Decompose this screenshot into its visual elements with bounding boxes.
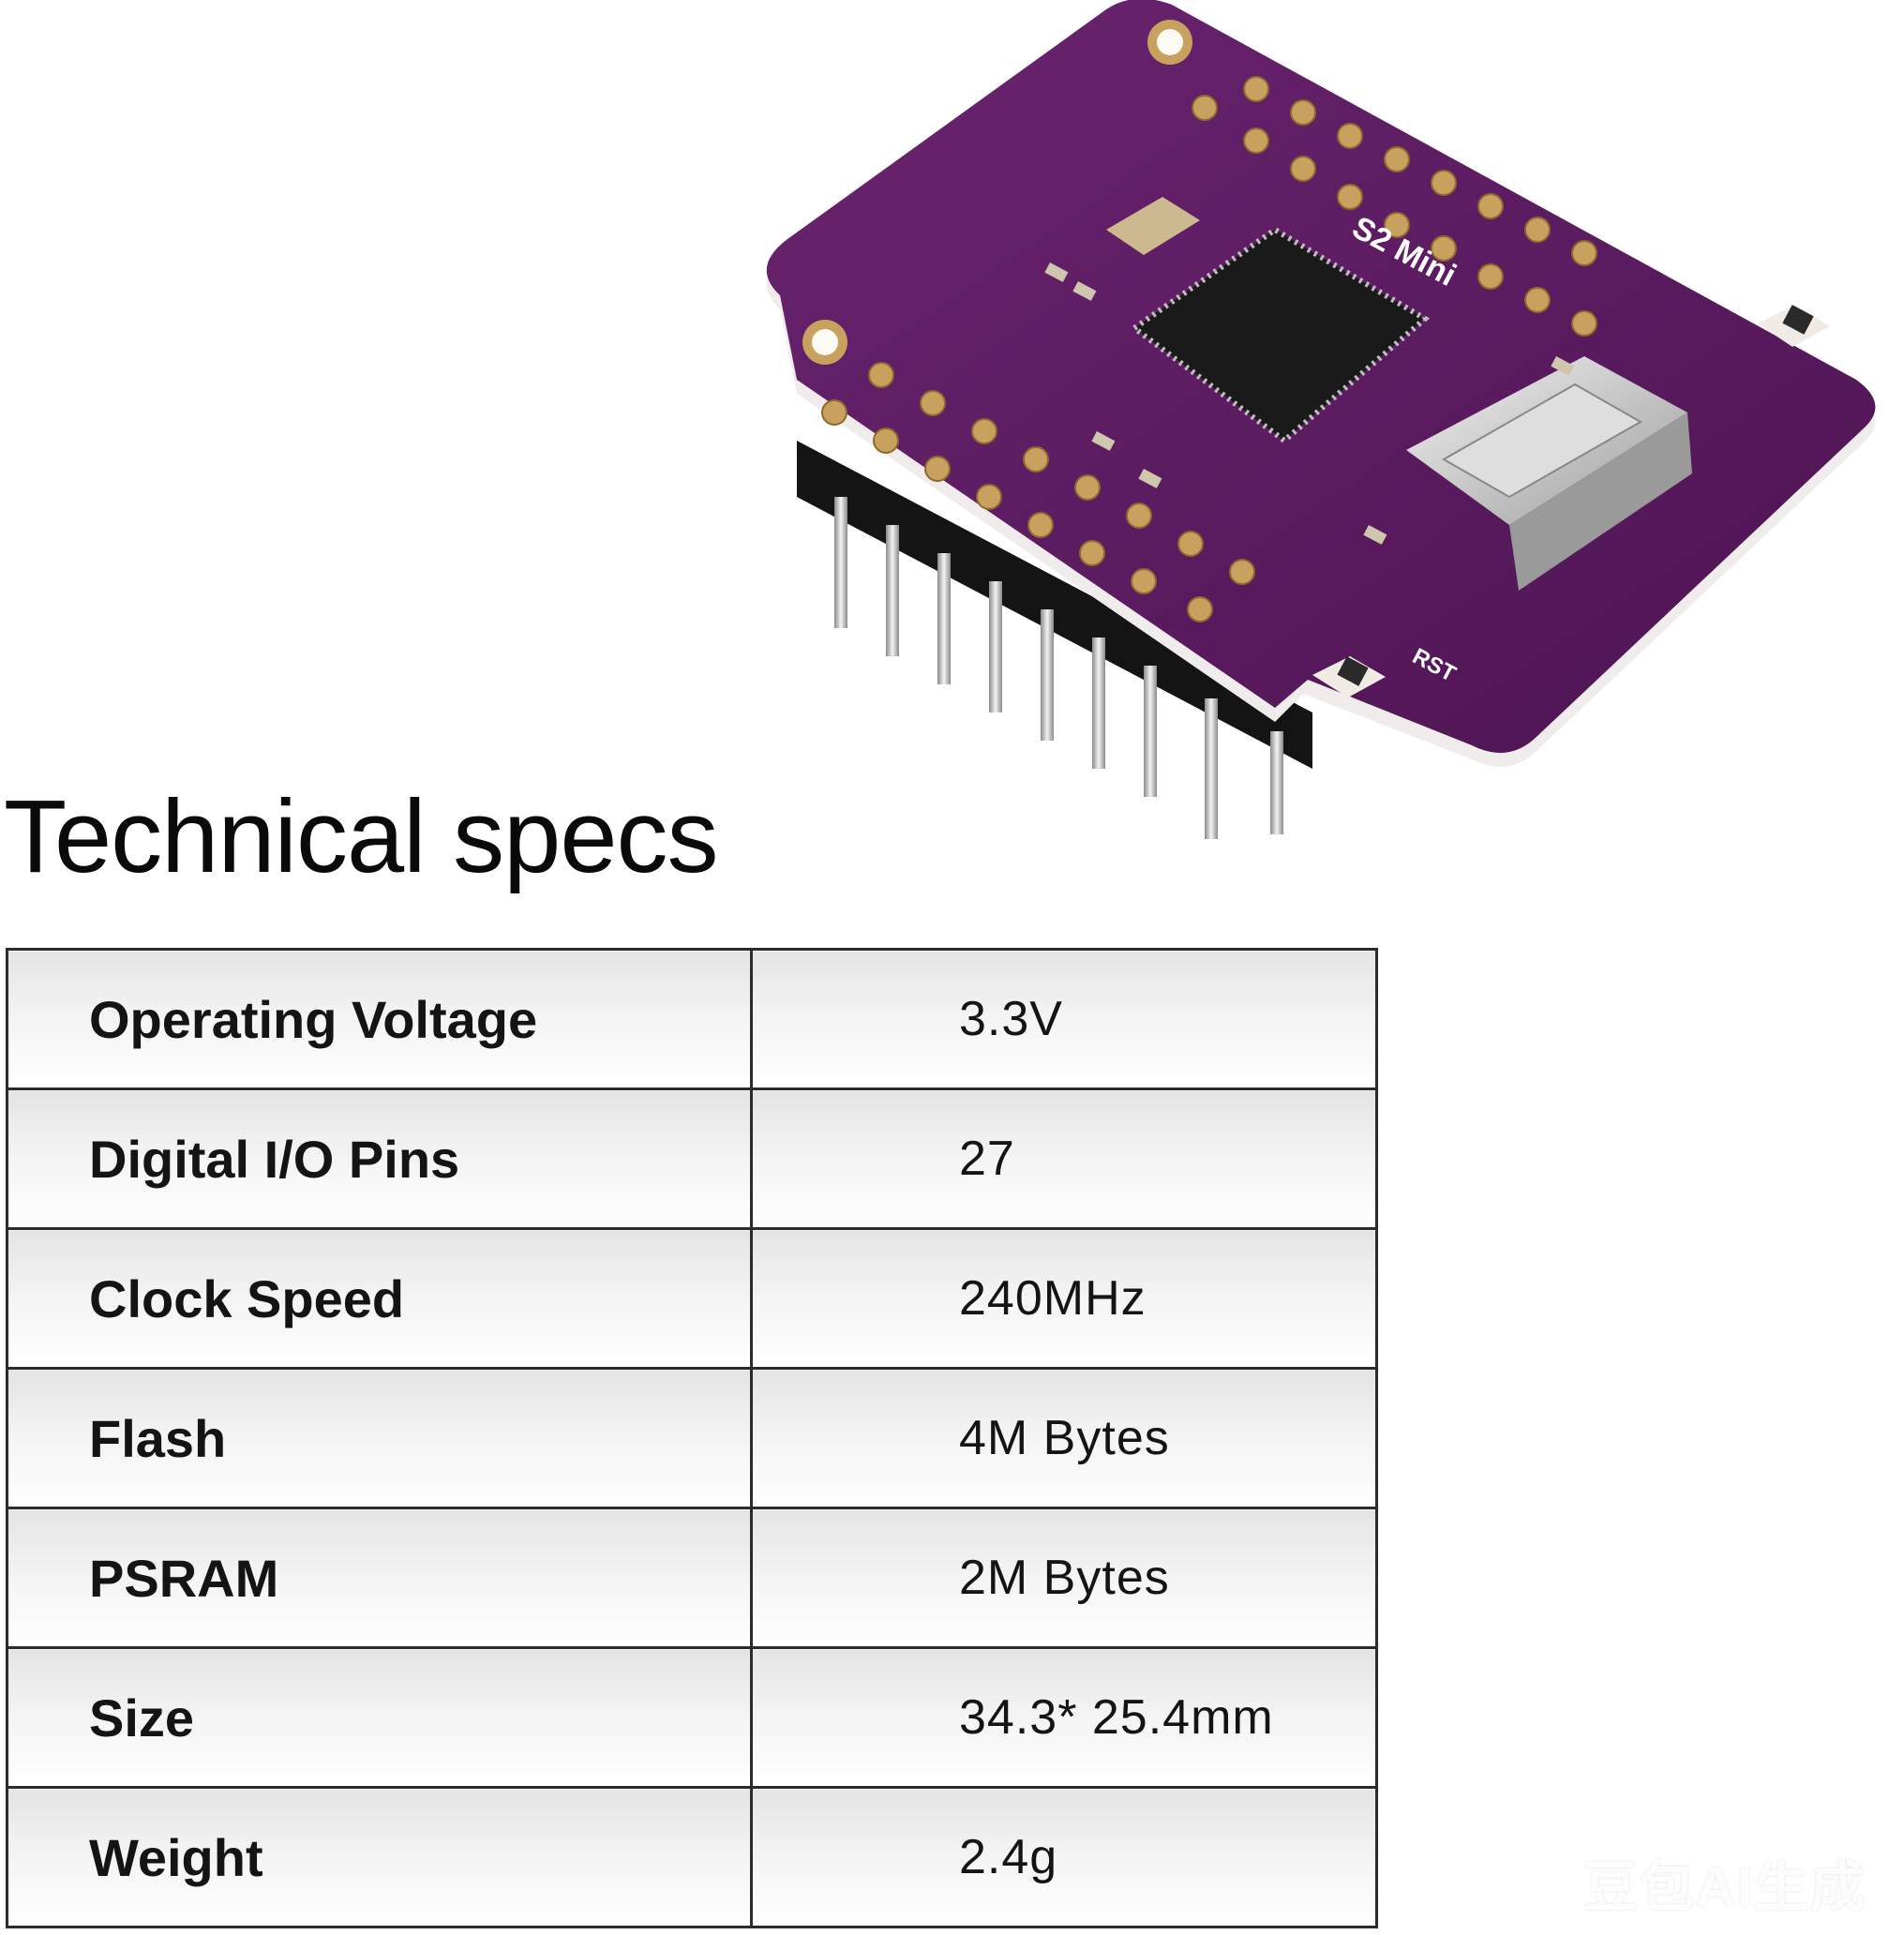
- spec-value: 3.3V: [750, 948, 1378, 1090]
- table-row: Operating Voltage 3.3V: [6, 948, 1378, 1090]
- spec-label: PSRAM: [6, 1507, 753, 1649]
- spec-table: Operating Voltage 3.3V Digital I/O Pins …: [6, 948, 1378, 1928]
- spec-label: Size: [6, 1646, 753, 1789]
- mcu-chip: [1134, 230, 1425, 441]
- spec-value: 34.3* 25.4mm: [750, 1646, 1378, 1789]
- spec-value: 27: [750, 1088, 1378, 1230]
- spec-label: Operating Voltage: [6, 948, 753, 1090]
- watermark: 豆包AI生成: [1582, 1857, 1867, 1918]
- product-photo: S2 Mini RST: [694, 0, 1904, 900]
- table-row: PSRAM 2M Bytes: [6, 1507, 1378, 1649]
- table-row: Size 34.3* 25.4mm: [6, 1646, 1378, 1789]
- page-title: Technical specs: [4, 779, 718, 894]
- smd-components: [1044, 262, 1575, 545]
- spec-label: Flash: [6, 1367, 753, 1509]
- side-switch: [1312, 305, 1830, 698]
- spec-value: 240MHz: [750, 1227, 1378, 1370]
- spec-label: Weight: [6, 1786, 753, 1928]
- table-row: Digital I/O Pins 27: [6, 1088, 1378, 1230]
- spec-value: 2.4g: [750, 1786, 1378, 1928]
- table-row: Flash 4M Bytes: [6, 1367, 1378, 1509]
- spec-label: Digital I/O Pins: [6, 1088, 753, 1230]
- crystal: [1106, 197, 1200, 255]
- solder-pads: [821, 76, 1597, 622]
- table-row: Clock Speed 240MHz: [6, 1227, 1378, 1370]
- pin-header: [797, 441, 1312, 839]
- spec-value: 4M Bytes: [750, 1367, 1378, 1509]
- spec-label: Clock Speed: [6, 1227, 753, 1370]
- usb-c-connector: [1406, 356, 1692, 591]
- spec-value: 2M Bytes: [750, 1507, 1378, 1649]
- esp32-s2-mini-board-illustration: S2 Mini RST: [766, 0, 1876, 839]
- table-row: Weight 2.4g: [6, 1786, 1378, 1928]
